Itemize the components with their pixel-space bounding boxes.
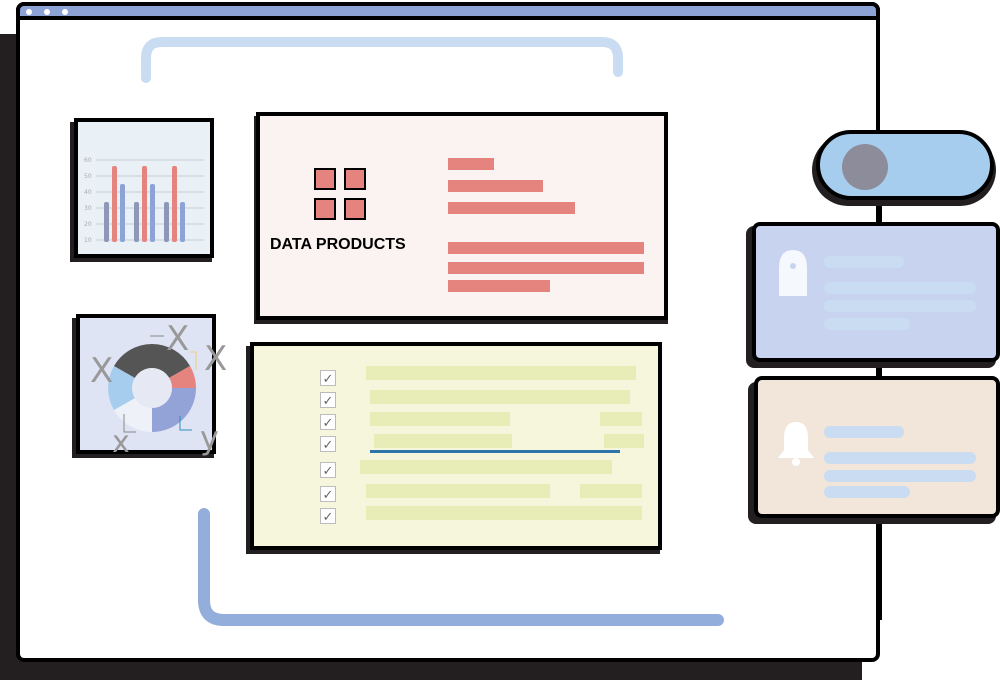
donut-label: y: [200, 419, 219, 457]
text-placeholder-bar: [448, 280, 550, 292]
lock-notification-card[interactable]: [752, 222, 1000, 362]
text-placeholder-pill: [824, 470, 976, 482]
text-placeholder-bar: [448, 180, 543, 192]
donut-chart: [108, 335, 197, 433]
list-row-placeholder: [360, 460, 612, 474]
checkbox-icon[interactable]: ✓: [320, 392, 336, 408]
data-products-card[interactable]: DATA PRODUCTS: [256, 112, 668, 320]
lock-icon: [779, 250, 807, 296]
donut-label: X: [166, 319, 190, 359]
list-row-placeholder: [370, 412, 510, 426]
text-placeholder-pill: [824, 486, 910, 498]
text-placeholder-bar: [448, 158, 494, 170]
toggle-knob[interactable]: [842, 144, 888, 190]
donut-label: X: [90, 351, 114, 391]
window-dot-icon[interactable]: [62, 9, 68, 15]
checklist-card[interactable]: ✓ ✓ ✓ ✓ ✓ ✓ ✓: [250, 342, 662, 550]
list-row-placeholder: [366, 506, 642, 520]
donut-label: X: [204, 339, 228, 379]
list-row-placeholder: [370, 390, 630, 404]
window-titlebar: [16, 2, 880, 20]
mini-bar: [142, 166, 147, 242]
list-row-placeholder: [374, 434, 512, 448]
checkbox-icon[interactable]: ✓: [320, 508, 336, 524]
list-row-placeholder: [366, 366, 636, 380]
text-placeholder-pill: [824, 318, 910, 330]
tick-label: 20: [84, 221, 92, 228]
tick-label: 30: [84, 205, 92, 212]
checkbox-icon[interactable]: ✓: [320, 486, 336, 502]
mini-bar: [150, 184, 155, 242]
donut-label: x: [112, 425, 130, 460]
text-placeholder-pill: [824, 426, 904, 438]
bell-notification-card[interactable]: [754, 376, 1000, 518]
checkbox-icon[interactable]: ✓: [320, 462, 336, 478]
mini-bar: [104, 202, 109, 242]
toggle-switch[interactable]: [816, 130, 994, 200]
mini-bar: [172, 166, 177, 242]
window-dot-icon[interactable]: [44, 9, 50, 15]
mini-bar-chart-card[interactable]: 60 50 40 30 20 10: [74, 118, 214, 258]
bell-icon: [778, 422, 814, 466]
list-row-placeholder: [580, 484, 642, 498]
text-placeholder-bar: [448, 242, 644, 254]
mini-bar: [164, 202, 169, 242]
text-placeholder-pill: [824, 452, 976, 464]
donut-chart-card[interactable]: X X X x y: [76, 314, 227, 458]
list-row-placeholder: [600, 412, 642, 426]
grid-icon: [314, 168, 368, 222]
tick-label: 60: [84, 157, 92, 164]
checkbox-icon[interactable]: ✓: [320, 370, 336, 386]
window-dot-icon[interactable]: [26, 9, 32, 15]
mini-bar-chart: 60 50 40 30 20 10: [84, 157, 204, 244]
selection-underline: [370, 450, 620, 453]
mini-bar: [120, 184, 125, 242]
text-placeholder-bar: [448, 202, 575, 214]
text-placeholder-pill: [824, 282, 976, 294]
data-products-title: DATA PRODUCTS: [270, 236, 406, 253]
tick-label: 10: [84, 237, 92, 244]
mini-bar: [180, 202, 185, 242]
tick-label: 50: [84, 173, 92, 180]
list-row-placeholder: [366, 484, 550, 498]
tick-label: 40: [84, 189, 92, 196]
mini-bar: [112, 166, 117, 242]
list-row-placeholder: [604, 434, 644, 448]
checkbox-icon[interactable]: ✓: [320, 414, 336, 430]
mini-bar: [134, 202, 139, 242]
text-placeholder-pill: [824, 256, 904, 268]
text-placeholder-bar: [448, 262, 644, 274]
text-placeholder-pill: [824, 300, 976, 312]
checkbox-icon[interactable]: ✓: [320, 436, 336, 452]
